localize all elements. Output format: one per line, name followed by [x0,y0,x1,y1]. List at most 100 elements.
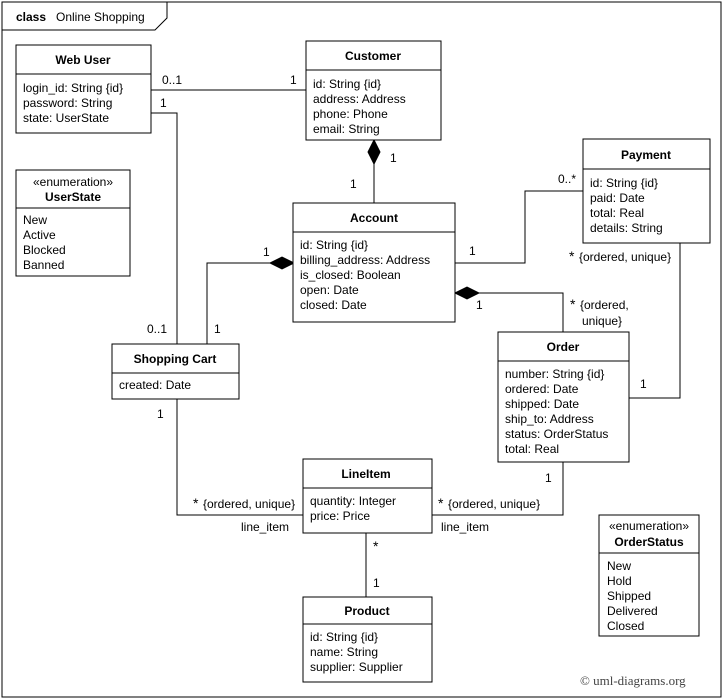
composition-diamond-customer [367,138,381,166]
multiplicity-label: 1 [640,377,647,391]
multiplicity-label: 1 [350,177,357,191]
multiplicity-star: * [373,538,379,554]
attribute: details: String [590,221,663,235]
attribute: quantity: Integer [310,494,396,508]
role-label: line_item [241,520,289,534]
enum-literal: Closed [607,619,644,633]
attribute: ordered: Date [505,382,579,396]
copyright-watermark: © uml-diagrams.org [580,673,686,688]
attribute: total: Real [505,442,559,456]
edge-webuser-cart [151,112,178,344]
class-web-user: Web User login_id: String {id} password:… [15,44,152,134]
associations [151,89,681,597]
stereotype: «enumeration» [33,175,113,189]
enum-literal: Banned [23,258,64,272]
attribute: phone: Phone [313,107,388,121]
attribute: billing_address: Address [300,253,430,267]
attribute: created: Date [119,378,191,392]
enum-literal: New [23,213,47,227]
attribute: supplier: Supplier [310,660,403,674]
multiplicity-label: 1 [290,73,297,87]
association-constraint: {ordered, unique} [203,497,295,511]
composition-diamond-account-order [453,286,481,300]
class-name: Account [350,211,398,225]
attribute: id: String {id} [590,176,658,190]
association-labels: 0..1 1 1 0..1 1 1 1 1 1 0..* 1 * {ordere… [147,73,671,590]
class-name: UserState [45,190,101,204]
enum-order-status: «enumeration» OrderStatus New Hold Shipp… [598,514,700,637]
class-name: Customer [345,49,401,63]
class-name: LineItem [341,467,390,481]
attribute: number: String {id} [505,367,604,381]
association-constraint: {ordered, unique} [448,497,540,511]
multiplicity-label: 1 [160,96,167,110]
enum-literal: Hold [607,574,632,588]
enum-user-state: «enumeration» UserState New Active Block… [15,169,131,277]
attribute: ship_to: Address [505,412,594,426]
attribute: price: Price [310,509,370,523]
multiplicity-label: 1 [157,407,164,421]
attribute: name: String [310,645,378,659]
stereotype: «enumeration» [609,519,689,533]
multiplicity-label: 1 [390,151,397,165]
enum-literal: Shipped [607,589,651,603]
role-label: line_item [441,520,489,534]
edge-order-lineitem [432,462,564,516]
multiplicity-label: 1 [263,245,270,259]
attribute: closed: Date [300,298,367,312]
class-account: Account id: String {id} billing_address:… [292,202,456,323]
attribute: password: String [23,96,112,110]
multiplicity-label: 1 [476,298,483,312]
enum-literal: Delivered [607,604,658,618]
enum-literal: Active [23,228,56,242]
attribute: address: Address [313,92,406,106]
edge-account-cart [206,262,270,344]
class-name: Order [547,340,580,354]
attribute: email: String [313,122,380,136]
frame-title: Online Shopping [56,10,145,24]
attribute: status: OrderStatus [505,427,608,441]
multiplicity-star: * [438,495,444,511]
edge-payment-order [629,243,681,399]
class-order: Order number: String {id} ordered: Date … [497,331,630,463]
frame-name-tab [2,2,168,31]
class-name: Shopping Cart [134,352,217,366]
class-product: Product id: String {id} name: String sup… [302,596,433,683]
frame-keyword: class [16,10,46,24]
class-name: Product [344,604,389,618]
class-customer: Customer id: String {id} address: Addres… [305,40,442,141]
attribute: id: String {id} [300,238,368,252]
multiplicity-star: * [193,495,199,511]
multiplicity-label: 1 [373,576,380,590]
edge-account-order [479,292,564,332]
class-name: Web User [55,53,110,67]
class-shopping-cart: Shopping Cart created: Date [111,343,240,400]
attribute: shipped: Date [505,397,579,411]
attribute: paid: Date [590,191,645,205]
enum-literal: Blocked [23,243,66,257]
multiplicity-star: * [570,296,576,312]
edge-cart-lineitem [176,399,303,516]
attribute: total: Real [590,206,644,220]
multiplicity-label: 1 [545,471,552,485]
class-name: OrderStatus [614,535,684,549]
class-line-item: LineItem quantity: Integer price: Price [302,458,433,534]
class-payment: Payment id: String {id} paid: Date total… [582,138,711,244]
attribute: id: String {id} [310,630,378,644]
attribute: state: UserState [23,111,109,125]
attribute: is_closed: Boolean [300,268,401,282]
association-constraint: unique} [582,314,622,328]
association-constraint: {ordered, unique} [579,250,671,264]
class-name: Payment [621,148,671,162]
attribute: open: Date [300,283,359,297]
enum-literal: New [607,559,631,573]
multiplicity-label: 1 [214,322,221,336]
multiplicity-label: 0..1 [147,322,167,336]
multiplicity-label: 0..1 [162,73,182,87]
multiplicity-star: * [569,248,575,264]
multiplicity-label: 0..* [558,172,576,186]
association-constraint: {ordered, [580,298,629,312]
attribute: id: String {id} [313,77,381,91]
edge-account-payment [455,190,583,264]
